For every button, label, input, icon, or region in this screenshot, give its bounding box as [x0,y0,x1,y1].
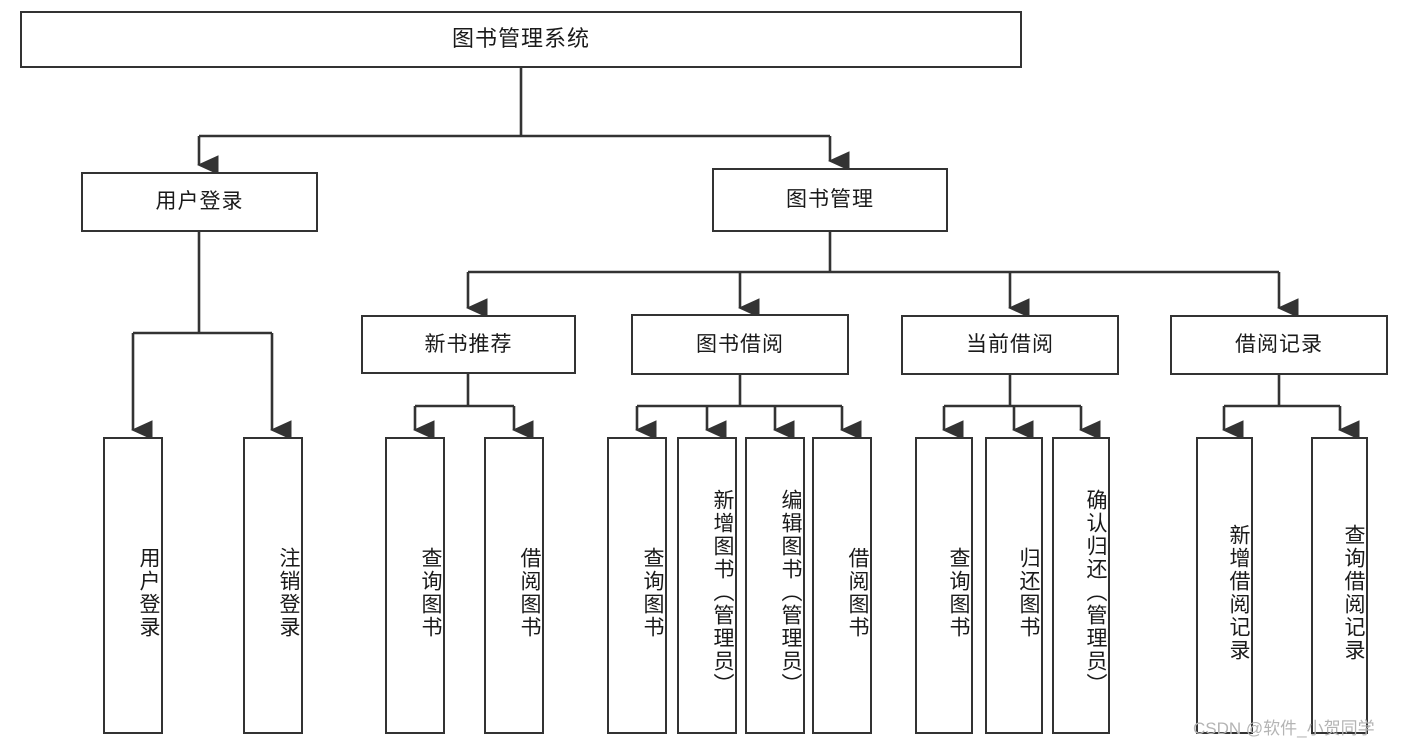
leaf-current-borrow-confirm-return-admin[interactable]: 确认归还（管理员） [1052,437,1110,734]
leaf-borrow-record-query-record[interactable]: 查询借阅记录 [1311,437,1368,734]
leaf-book-borrow-edit-book-admin[interactable]: 编辑图书（管理员） [745,437,805,734]
node-borrow-record[interactable]: 借阅记录 [1170,315,1388,375]
node-book-management[interactable]: 图书管理 [712,168,948,232]
leaf-new-book-borrow-books[interactable]: 借阅图书 [484,437,544,734]
leaf-book-borrow-query-books[interactable]: 查询图书 [607,437,667,734]
leaf-new-book-query-books[interactable]: 查询图书 [385,437,445,734]
leaf-logout-login[interactable]: 注销登录 [243,437,303,734]
leaf-borrow-record-add-record[interactable]: 新增借阅记录 [1196,437,1253,734]
node-user-login[interactable]: 用户登录 [81,172,318,232]
leaf-current-borrow-query-books[interactable]: 查询图书 [915,437,973,734]
node-new-book-recommend[interactable]: 新书推荐 [361,315,576,374]
csdn-watermark: CSDN @软件_小贺同学 [1193,719,1375,738]
leaf-book-borrow-borrow-books[interactable]: 借阅图书 [812,437,872,734]
node-root-book-management-system[interactable]: 图书管理系统 [20,11,1022,68]
node-book-borrow[interactable]: 图书借阅 [631,314,849,375]
leaf-user-login[interactable]: 用户登录 [103,437,163,734]
node-current-borrow[interactable]: 当前借阅 [901,315,1119,375]
leaf-book-borrow-add-book-admin[interactable]: 新增图书（管理员） [677,437,737,734]
leaf-current-borrow-return-books[interactable]: 归还图书 [985,437,1043,734]
